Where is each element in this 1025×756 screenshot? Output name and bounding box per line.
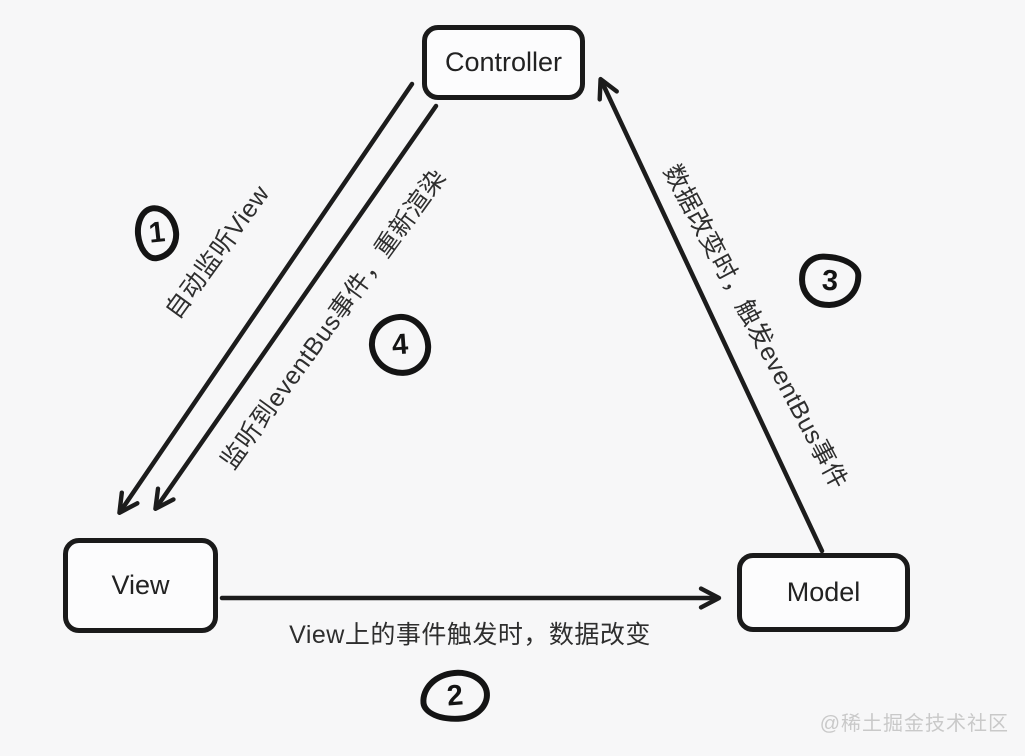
edge-controller-to-view-render-line <box>153 103 439 512</box>
edge-label-view-event-data-change: View上的事件触发时，数据改变 <box>289 621 651 649</box>
node-view-label: View <box>111 570 170 600</box>
node-controller-label: Controller <box>444 47 563 77</box>
step-badge-4-number: 4 <box>390 327 410 362</box>
node-controller: Controller <box>422 25 585 100</box>
step-badge-1-number: 1 <box>147 215 167 250</box>
node-model-label: Model <box>786 577 861 607</box>
watermark: @稀土掘金技术社区 <box>819 713 1009 735</box>
edge-model-to-controller-line <box>597 76 825 554</box>
edge-controller-to-view-listen-line <box>117 81 415 516</box>
node-view: View <box>63 538 218 633</box>
step-badge-3-number: 3 <box>821 264 839 297</box>
node-model: Model <box>737 553 910 632</box>
step-badge-2-number: 2 <box>445 678 465 713</box>
